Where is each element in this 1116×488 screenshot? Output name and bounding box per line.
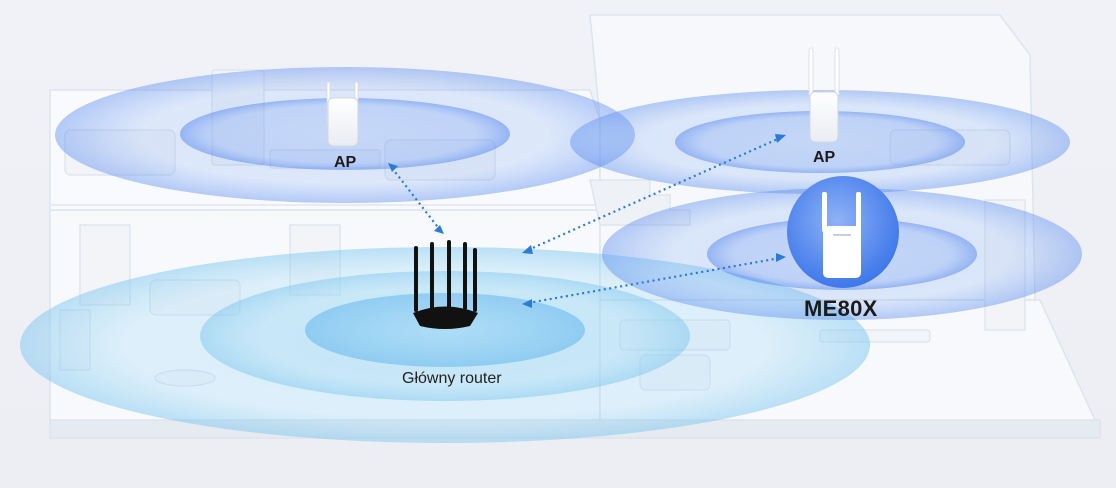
extender-antenna-left [822,192,827,232]
router-antenna-2 [430,242,434,310]
link-arrowheads [388,134,786,308]
ap-left-body [327,97,359,147]
ap-right-body [809,91,839,143]
arrowhead-extender-left [522,299,532,308]
extender-antenna-right [856,192,861,232]
router-icon [413,240,478,329]
router-antenna-1 [414,246,418,312]
arrowhead-ap-left-top [388,163,398,172]
arrowhead-ap-right-bottom [522,245,533,254]
router-antenna-5 [473,248,477,312]
router-antenna-3 [447,240,451,310]
arrowhead-ap-left-bottom [434,225,444,234]
extender-led-strip [833,234,851,236]
range-extender-icon [787,176,899,288]
ap-right-label: AP [813,149,836,166]
extender-body [823,226,861,278]
ap-right-antenna-left [808,47,814,97]
arrowhead-ap-right-top [775,134,786,143]
coverage-router-inner [305,293,585,367]
link-router-ap-left [391,167,441,231]
arrowhead-extender-right [776,253,786,262]
access-point-icon [808,47,840,143]
router-body [413,306,478,329]
wireless-links [391,136,781,305]
main-router-label: Główny router [402,370,502,387]
extender-label: ME80X [804,296,878,321]
ap-left-label: AP [334,154,357,171]
access-point-icon [326,81,359,147]
ap-right-antenna-right [834,47,840,97]
link-router-ap-right [527,136,781,252]
router-antenna-4 [463,242,467,310]
link-router-extender [527,256,781,305]
